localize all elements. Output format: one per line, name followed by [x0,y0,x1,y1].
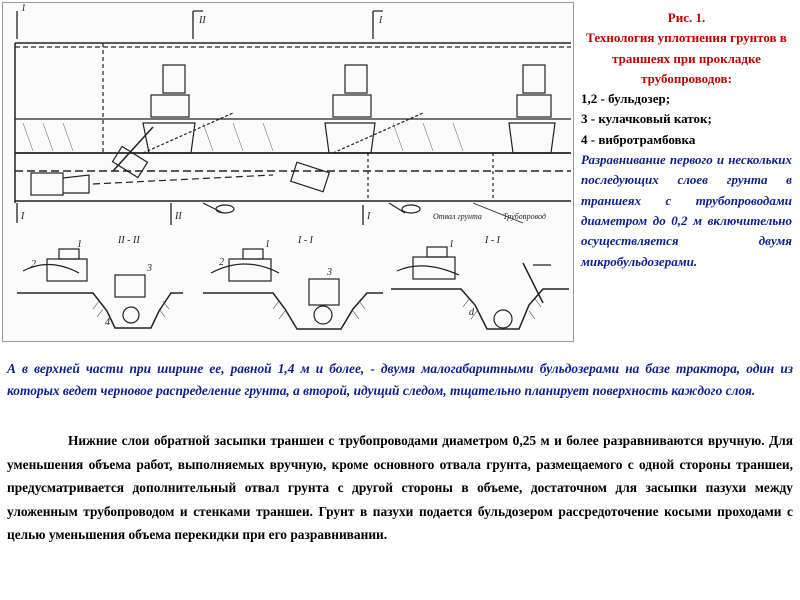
section-label-3: I - I [484,235,501,246]
intro-paragraph: А в верхней части при ширине ее, равной … [7,361,793,399]
part-label-6: 2 [219,257,224,268]
section-label-1: II - II [117,235,140,246]
caption-legend-item: 3 - кулачковый каток; [581,111,712,127]
caption-title-line: Рис. 1. [667,10,706,25]
part-label-3: 3 [146,263,152,274]
part-label-8: 1 [449,239,454,250]
part-label-2: 2 [31,259,36,270]
caption-title: Рис. 1. Технология уплотнения грунтов в … [581,8,792,89]
annot-spoil: Отвал грунта [433,212,482,221]
part-label-7: 3 [326,267,332,278]
body-paragraph: Нижние слои обратной засыпки траншеи с т… [7,433,793,542]
annot-pipe: Трубопровод [503,212,546,221]
section-label-2: I - I [297,235,314,246]
marker-2: II [198,15,206,26]
plan-view [14,10,571,225]
cross-sections [17,246,569,330]
part-label-1: 1 [77,239,82,250]
part-label-9: d [469,307,475,318]
marker-4: I [20,211,25,222]
technical-figure: 1 II I I II I Отвал грунта Трубопровод I… [2,2,574,342]
marker-5: II [174,211,182,222]
caption-title-line: Технология уплотнения грунтов в траншеях… [586,30,787,86]
marker-6: I [366,211,371,222]
marker-1: 1 [21,3,26,14]
marker-3: I [378,15,383,26]
trench-compaction-drawing: 1 II I I II I Отвал грунта Трубопровод I… [14,3,571,330]
caption-legend-item: 4 - вибротрамбовка [581,131,696,147]
part-label-5: 1 [265,239,270,250]
caption-legend: 1,2 - бульдозер; 3 - кулачковый каток; 4… [581,89,792,150]
caption-legend-item: 1,2 - бульдозер; [581,91,671,107]
figure-caption: Рис. 1. Технология уплотнения грунтов в … [581,8,792,272]
part-label-4: 4 [105,317,110,328]
caption-note: Разравнивание первого и нескольких после… [581,152,792,269]
